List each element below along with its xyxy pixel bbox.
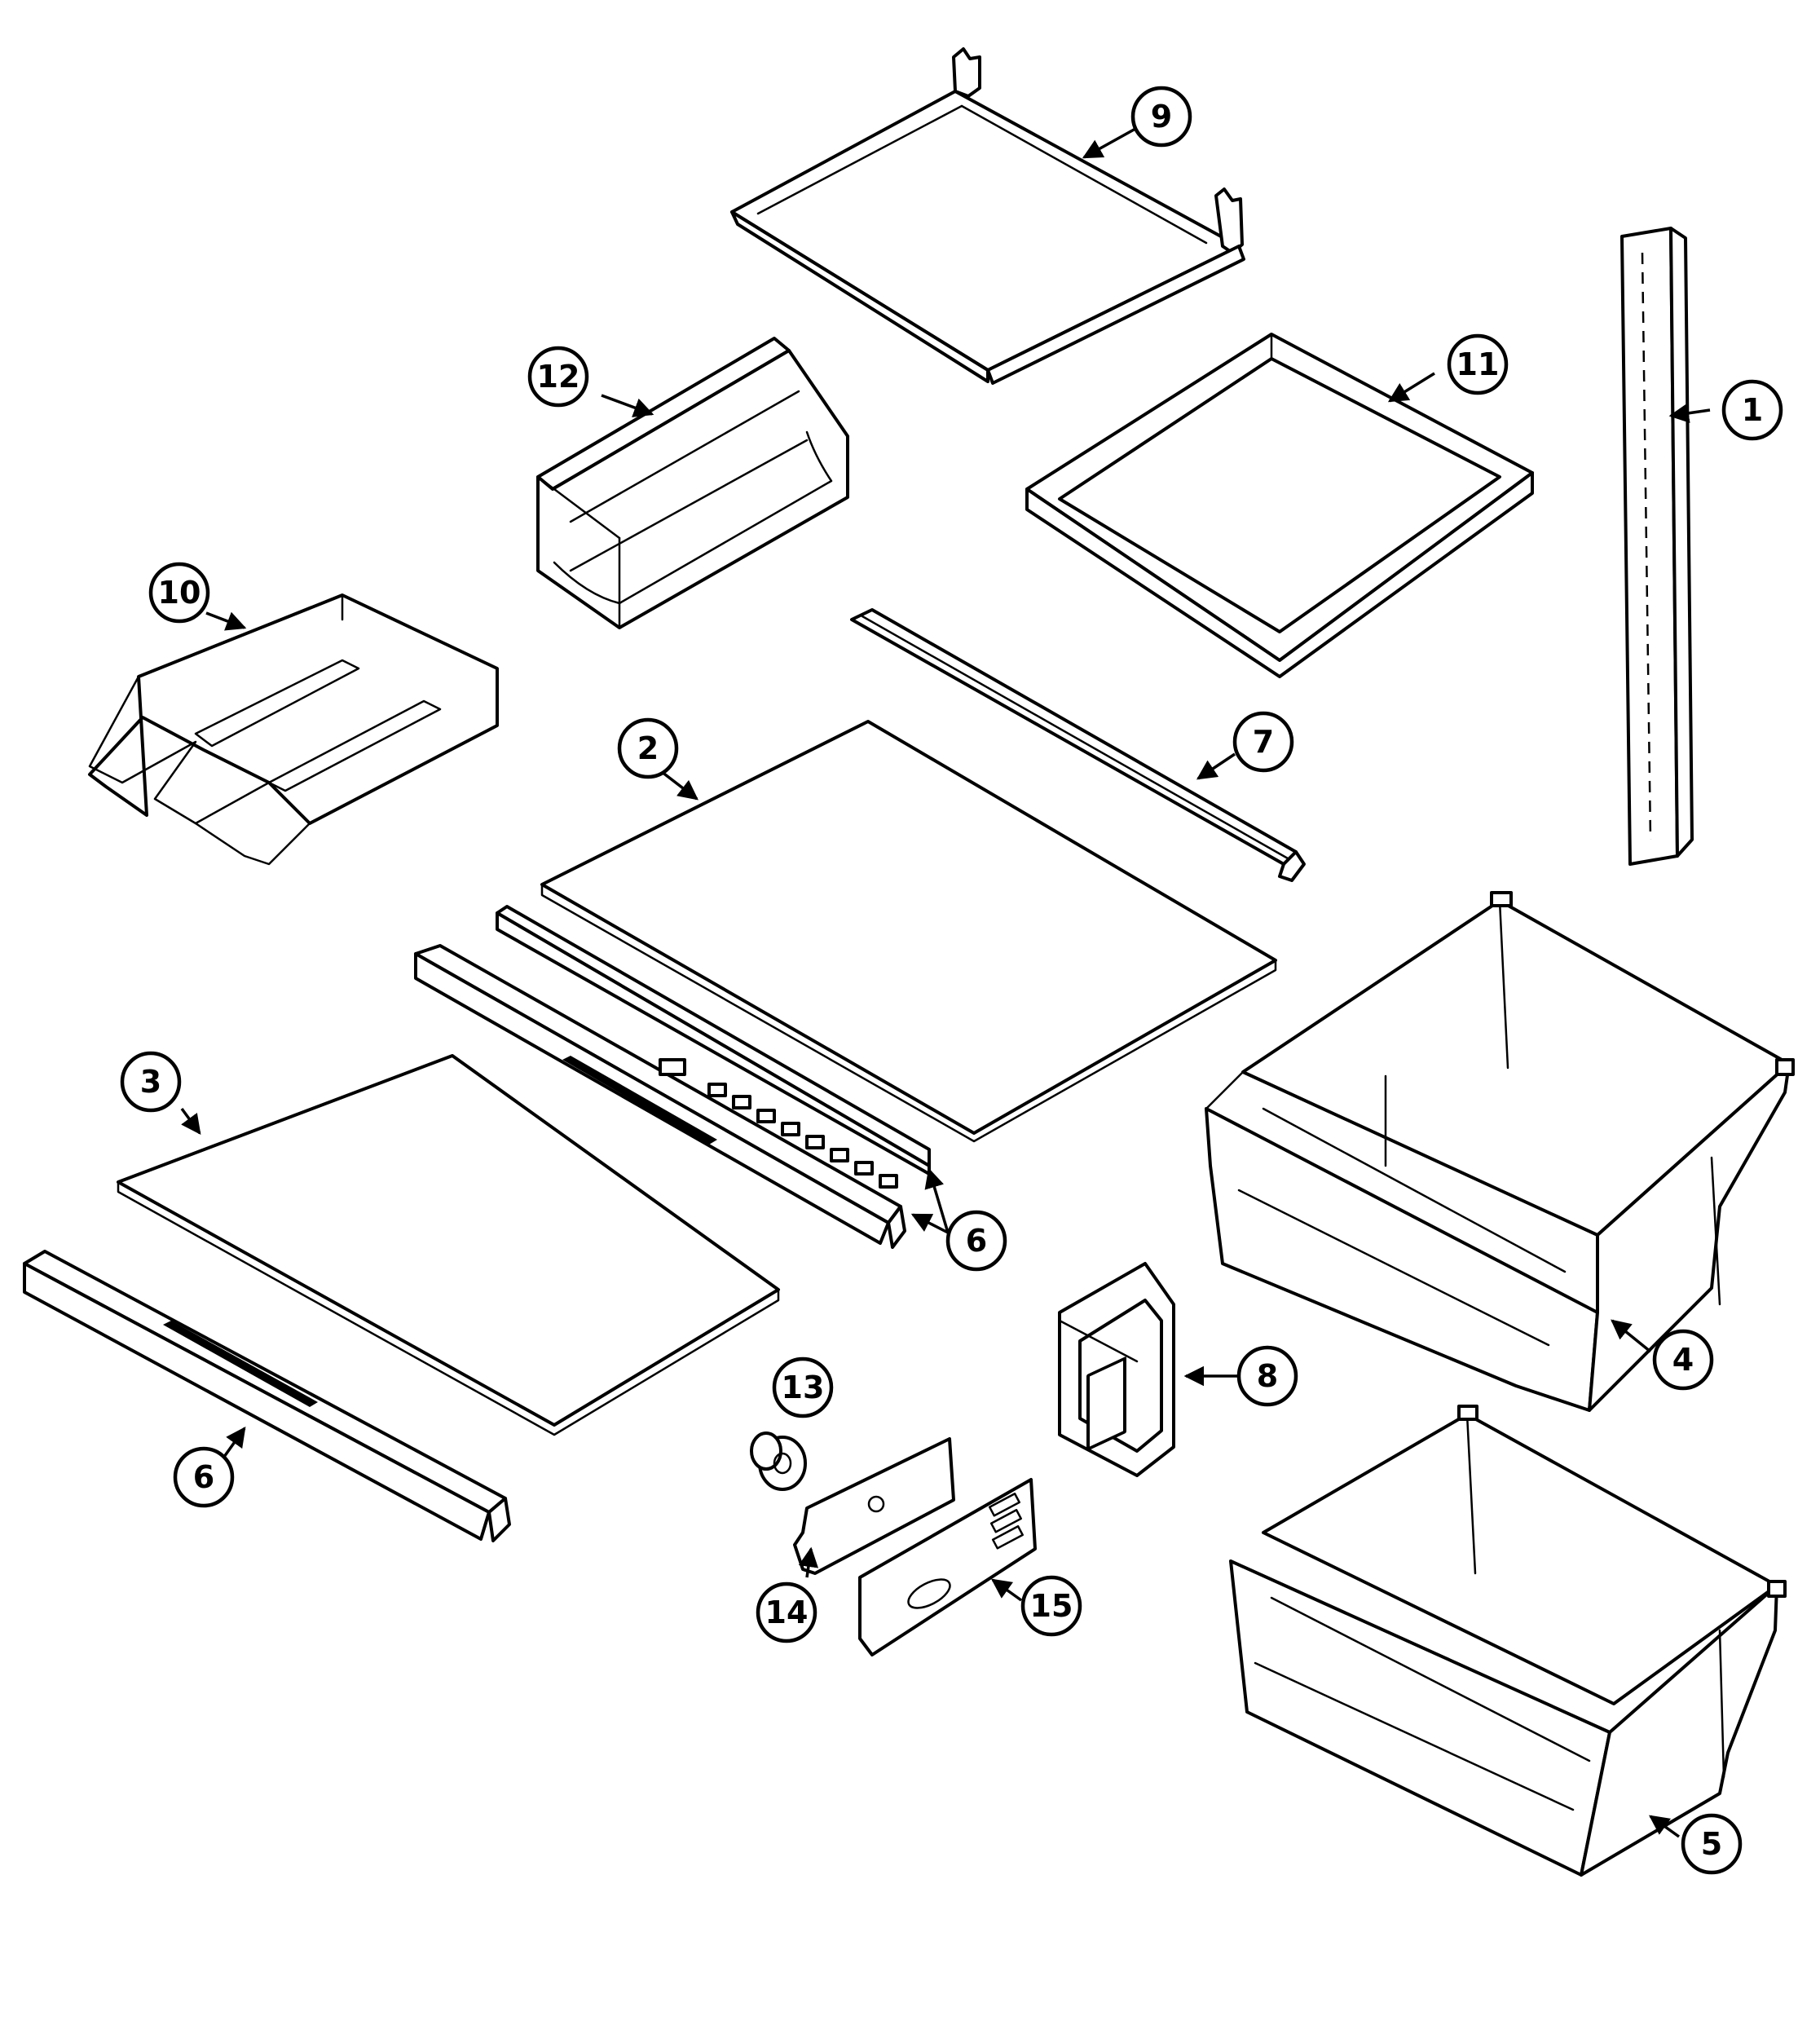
callout-7: 7 xyxy=(1232,711,1294,773)
callout-9: 9 xyxy=(1130,86,1192,148)
callout-4: 4 xyxy=(1652,1329,1714,1391)
part-7-trim-strip xyxy=(850,608,1306,882)
callout-11: 11 xyxy=(1447,333,1509,395)
part-11-glass-shelf xyxy=(1025,333,1534,678)
callout-13-label: 13 xyxy=(782,1370,825,1405)
part-8-control-housing xyxy=(1058,1262,1175,1477)
callout-9-label: 9 xyxy=(1151,99,1172,135)
part-3-glass-panel xyxy=(117,1054,780,1436)
part-9-cantilever-shelf xyxy=(730,47,1245,385)
part-15-vent-cover xyxy=(858,1478,1037,1656)
part-4-crisper-drawer xyxy=(1205,891,1795,1412)
callout-6-lower: 6 xyxy=(173,1446,235,1508)
callout-10: 10 xyxy=(148,562,210,624)
part-6-lower-trim xyxy=(23,1250,511,1542)
callout-10-label: 10 xyxy=(158,575,201,611)
callout-8: 8 xyxy=(1236,1345,1298,1407)
callout-5: 5 xyxy=(1681,1813,1743,1875)
part-2-glass-panel xyxy=(540,720,1277,1143)
callout-2-label: 2 xyxy=(637,730,659,766)
callout-6-lower-label: 6 xyxy=(193,1459,214,1495)
callout-12: 12 xyxy=(527,346,589,408)
callout-8-label: 8 xyxy=(1257,1358,1278,1394)
part-12-can-rack xyxy=(536,337,849,629)
callout-4-label: 4 xyxy=(1672,1342,1694,1378)
callout-15-label: 15 xyxy=(1030,1588,1073,1624)
part-10-meat-tray xyxy=(88,593,499,866)
callout-14: 14 xyxy=(756,1581,817,1643)
callout-6-upper-label: 6 xyxy=(966,1223,987,1259)
callout-6-upper: 6 xyxy=(945,1210,1007,1272)
callout-11-label: 11 xyxy=(1456,346,1500,382)
part-13-knob xyxy=(750,1431,807,1491)
callout-14-label: 14 xyxy=(765,1595,809,1630)
callout-3: 3 xyxy=(120,1051,182,1113)
callout-13: 13 xyxy=(772,1356,834,1418)
callout-2: 2 xyxy=(617,717,679,779)
part-5-crisper-drawer xyxy=(1229,1405,1787,1877)
callout-7-label: 7 xyxy=(1253,724,1274,760)
part-1-shelf-rail xyxy=(1620,227,1694,866)
part-6-upper-trim xyxy=(414,905,931,1249)
callout-3-label: 3 xyxy=(140,1064,161,1100)
callout-15: 15 xyxy=(1020,1575,1082,1637)
callout-1-label: 1 xyxy=(1742,392,1763,428)
callout-12-label: 12 xyxy=(537,359,580,395)
callout-5-label: 5 xyxy=(1701,1826,1722,1862)
callout-1: 1 xyxy=(1721,379,1783,441)
